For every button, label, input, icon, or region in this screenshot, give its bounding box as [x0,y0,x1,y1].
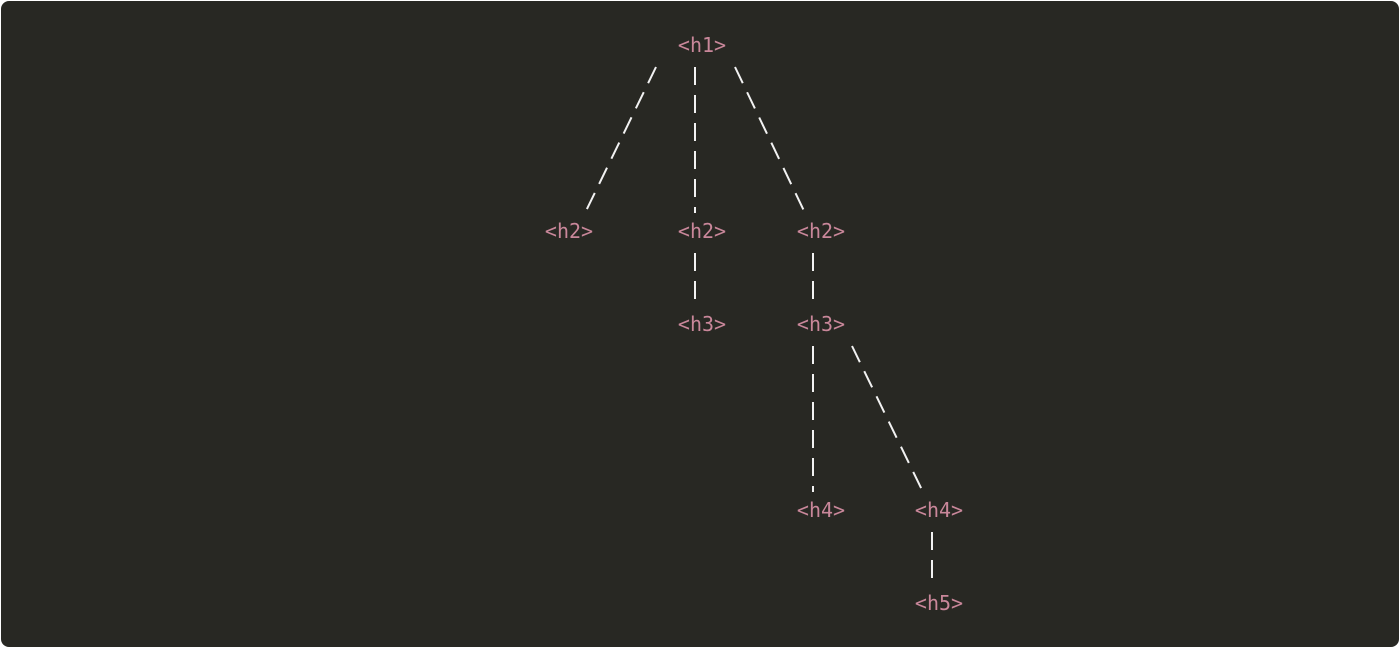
node-h3-right: <h3> [796,312,846,336]
edge-h3b-h4b [851,345,924,493]
node-h2-middle: <h2> [677,219,727,243]
node-h2-left: <h2> [544,219,594,243]
node-h1: <h1> [677,33,727,57]
node-h3-left: <h3> [677,312,727,336]
edge-h1-h2c [734,66,806,214]
node-h4-right: <h4> [914,498,964,522]
edge-h1-h2a [584,66,657,214]
node-h5: <h5> [914,591,964,615]
node-h4-left: <h4> [796,498,846,522]
node-h2-right: <h2> [796,219,846,243]
